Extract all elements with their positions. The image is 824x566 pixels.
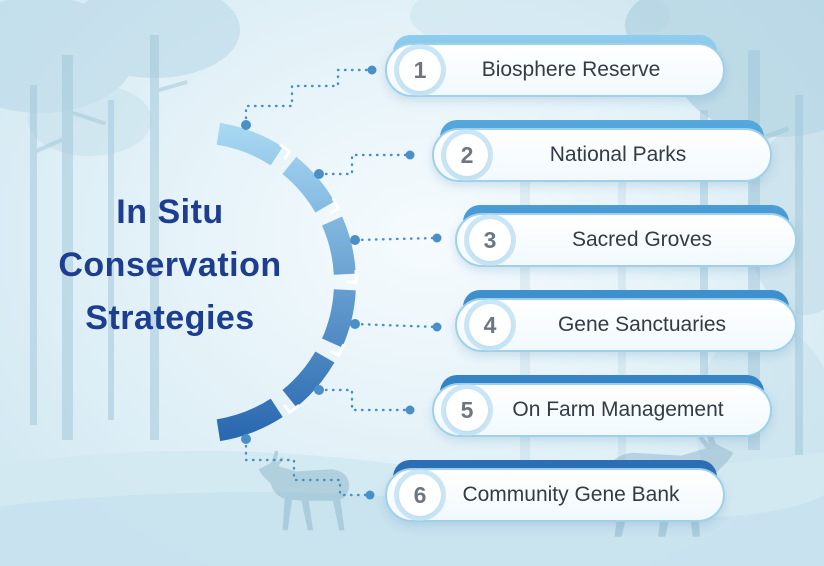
pill-body: 1 Biosphere Reserve — [385, 43, 725, 97]
item-number: 3 — [483, 226, 497, 253]
title-line: In Situ — [116, 193, 224, 231]
item-label: Biosphere Reserve — [481, 58, 661, 81]
item-number: 4 — [483, 311, 497, 338]
item-number-badge: 2 — [446, 134, 488, 176]
item-number-badge: 5 — [446, 389, 488, 431]
item-number: 5 — [460, 396, 474, 423]
connector-dot — [241, 65, 442, 500]
item-label: National Parks — [549, 143, 687, 166]
strategy-item-community-gene-bank: 6 Community Gene Bank — [385, 460, 725, 522]
strategy-item-gene-sanctuaries: 4 Gene Sanctuaries — [455, 290, 797, 352]
title-line: Conservation — [58, 246, 282, 284]
arc-segment — [216, 122, 356, 442]
strategy-item-biosphere-reserve: 1 Biosphere Reserve — [385, 35, 725, 97]
item-number: 2 — [460, 141, 474, 168]
pill-body: 3 Sacred Groves — [455, 213, 797, 267]
item-number-badge: 1 — [399, 49, 441, 91]
strategy-item-national-parks: 2 National Parks — [432, 120, 772, 182]
item-label: Sacred Groves — [571, 228, 713, 251]
connector-line — [244, 68, 439, 497]
pill-body: 2 National Parks — [432, 128, 772, 182]
item-label: Gene Sanctuaries — [557, 313, 727, 336]
page-title: In Situ Conservation Strategies — [12, 186, 328, 345]
item-label: On Farm Management — [512, 398, 724, 421]
pill-body: 5 On Farm Management — [432, 383, 772, 437]
item-label: Community Gene Bank — [462, 483, 680, 506]
strategy-item-on-farm-management: 5 On Farm Management — [432, 375, 772, 437]
strategy-item-sacred-groves: 3 Sacred Groves — [455, 205, 797, 267]
pill-body: 4 Gene Sanctuaries — [455, 298, 797, 352]
title-line: Strategies — [85, 299, 255, 337]
arc-notch — [279, 143, 358, 415]
item-number-badge: 3 — [469, 219, 511, 261]
item-number-badge: 6 — [399, 474, 441, 516]
item-number-badge: 4 — [469, 304, 511, 346]
item-number: 1 — [413, 56, 427, 83]
deer-icon — [258, 450, 350, 531]
pill-body: 6 Community Gene Bank — [385, 468, 725, 522]
item-number: 6 — [413, 481, 427, 508]
